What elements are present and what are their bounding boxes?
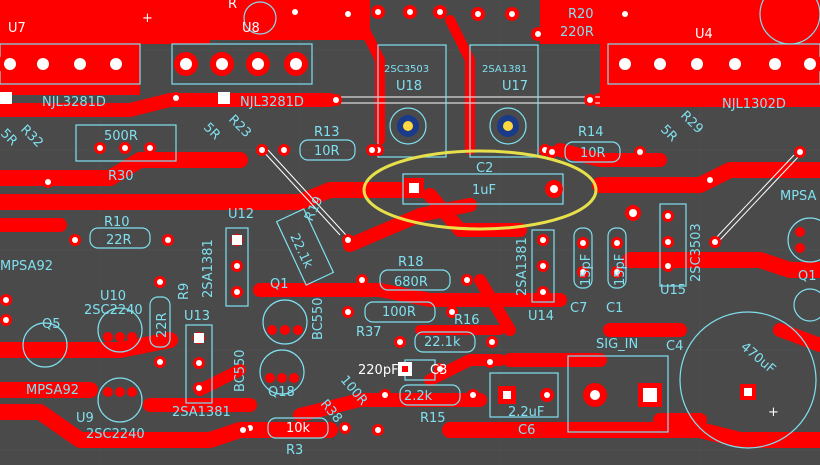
label-u17: U17 <box>502 79 528 94</box>
label-u8: U8 <box>242 21 260 36</box>
label-u10-part: 2SC2240 <box>84 303 143 318</box>
label-c2: C2 <box>476 161 493 176</box>
label-q18-part: BC550 <box>233 349 248 392</box>
label-r15: R15 <box>420 411 446 426</box>
label-q5: Q5 <box>42 317 61 332</box>
label-q1: Q1 <box>270 277 289 292</box>
label-plus-top: + <box>142 11 153 26</box>
component-blocks <box>0 144 820 436</box>
label-q1-right: Q1 <box>798 269 817 284</box>
label-r3-value: 10k <box>286 421 311 436</box>
label-u18: U18 <box>396 79 422 94</box>
label-nj1: NJL3281D <box>42 95 106 110</box>
label-r13-value: 10R <box>314 144 340 159</box>
label-u9-part: 2SC2240 <box>86 427 145 442</box>
label-r9: R9 <box>177 283 192 300</box>
label-sig-in: SIG_IN <box>596 337 638 352</box>
label-u13: U13 <box>184 309 210 324</box>
capacitor-c2 <box>402 173 564 205</box>
highlight-ellipse <box>362 149 598 231</box>
label-r14: R14 <box>578 125 604 140</box>
label-q1-part: BC550 <box>311 297 326 340</box>
label-r37: R37 <box>356 325 382 340</box>
label-r10-value: 22R <box>106 233 132 248</box>
label-r9-value: 22R <box>155 312 170 338</box>
power-transistor-row-left <box>0 0 820 106</box>
label-u14: U14 <box>528 309 554 324</box>
label-c6-value: 2.2uF <box>508 405 544 420</box>
label-c1-value: 15pF <box>613 254 628 286</box>
label-c7-value: 15pF <box>579 254 594 286</box>
label-u12: U12 <box>228 207 254 222</box>
resistor-bodies <box>69 124 646 439</box>
label-c4-plus: + <box>768 405 779 420</box>
label-u10: U10 <box>100 289 126 304</box>
label-r30: R30 <box>108 169 134 184</box>
label-r14-value: 10R <box>580 146 606 161</box>
label-c1: C1 <box>606 301 623 316</box>
label-u7: U7 <box>8 21 26 36</box>
label-c3-value: 220pF <box>358 363 399 378</box>
label-c6: C6 <box>518 423 535 438</box>
label-r37-value: 100R <box>382 305 416 320</box>
label-c4: C4 <box>666 339 683 354</box>
label-r16: R16 <box>454 313 480 328</box>
label-r16-value: 22.1k <box>424 335 461 350</box>
label-r20-value: 220R <box>560 25 594 40</box>
label-u15: U15 <box>660 283 686 298</box>
label-u4: U4 <box>695 27 713 42</box>
label-u14-part: 2SA1381 <box>515 237 530 296</box>
label-c2-value: 1uF <box>472 183 496 198</box>
label-r18: R18 <box>398 255 424 270</box>
label-r13: R13 <box>314 125 340 140</box>
label-r15-value: 2.2k <box>404 389 433 404</box>
label-mpsa-right: MPSA <box>780 189 817 204</box>
label-r-top: R <box>228 0 237 12</box>
label-nj3: NJL1302D <box>722 97 786 112</box>
signal-lines <box>261 96 801 241</box>
label-r20: R20 <box>568 7 594 22</box>
label-r30-value: 500R <box>104 129 138 144</box>
label-mpsa92-a: MPSA92 <box>0 259 53 274</box>
label-u18-part: 2SC3503 <box>384 64 429 75</box>
label-nj2: NJL3281D <box>240 95 304 110</box>
label-c7: C7 <box>570 301 587 316</box>
label-u12-part: 2SA1381 <box>201 239 216 298</box>
label-u17-part: 2SA1381 <box>482 64 527 75</box>
label-q18: Q18 <box>268 385 295 400</box>
label-u15-part: 2SC3503 <box>689 223 704 282</box>
label-u13-part: 2SA1381 <box>172 405 231 420</box>
label-r18-value: 680R <box>394 275 428 290</box>
input-section <box>398 311 817 449</box>
label-r3: R3 <box>286 443 303 458</box>
label-mpsa92-b: MPSA92 <box>26 383 79 398</box>
label-u9: U9 <box>76 411 94 426</box>
label-r10: R10 <box>104 215 130 230</box>
label-c3: C3 <box>430 363 447 378</box>
